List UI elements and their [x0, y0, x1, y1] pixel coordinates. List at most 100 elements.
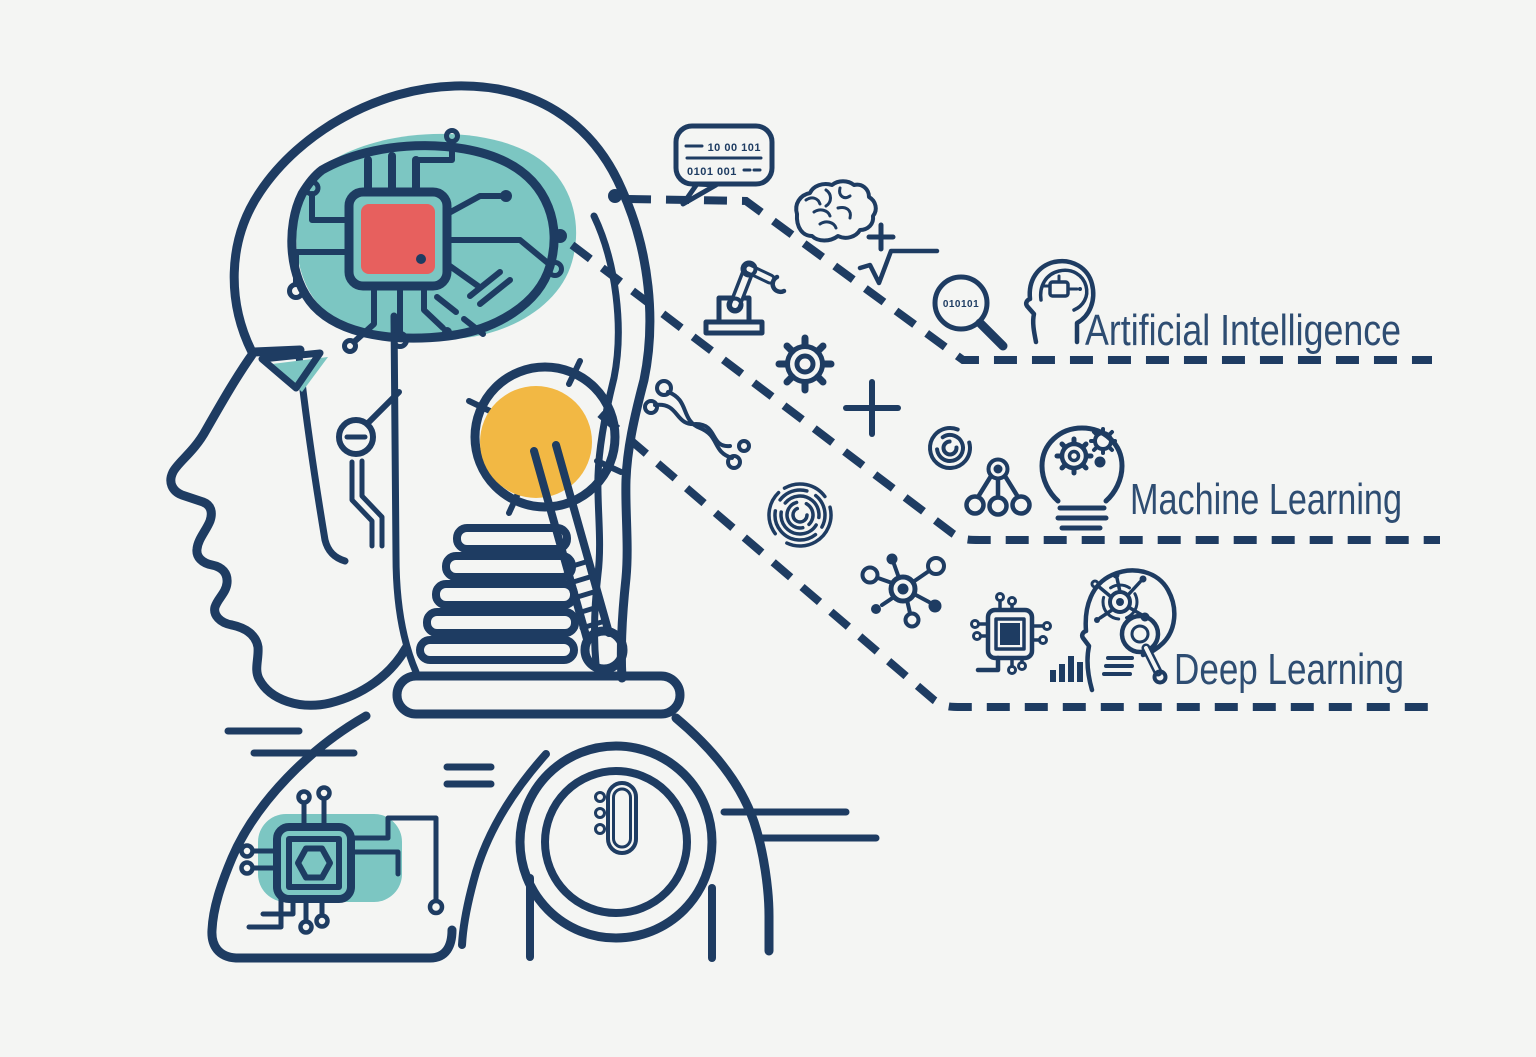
neck-bar: [453, 524, 571, 553]
brain-circuit: [287, 128, 564, 354]
magnifier-binary-icon: 010101: [932, 274, 1008, 351]
molecule-icon: [860, 553, 946, 629]
shoulder-bar: [392, 671, 685, 719]
ai-head-icon: [1023, 258, 1096, 345]
arm-joint: [726, 296, 744, 314]
brain-icon: [794, 179, 878, 243]
chip-trace: [421, 283, 446, 331]
fingerprint-icon: [767, 482, 833, 548]
chip-hexagon: [295, 845, 333, 881]
tree-network-icon: [964, 457, 1032, 517]
chip-trace: [260, 896, 296, 917]
arm-hatch: [567, 573, 596, 586]
ml-connector-dot: [553, 229, 567, 243]
label-deep-learning: Deep Learning: [1174, 645, 1404, 694]
chip-trace: [413, 139, 455, 163]
body-chip-circuit: [239, 785, 445, 935]
cpu-chip-red-core: [361, 204, 435, 274]
trace-node: [239, 860, 255, 876]
plus-icon: [866, 222, 896, 252]
helmet-inner-front-line: [390, 312, 420, 676]
neck-bar: [432, 580, 578, 609]
neck-coils: [416, 524, 579, 664]
ear-tick: [566, 358, 583, 387]
bar-chart-icon: [1050, 656, 1083, 682]
neck-bar: [416, 636, 578, 664]
dna-icon: [643, 379, 751, 470]
trace-node: [316, 785, 332, 801]
ear-tick: [594, 458, 624, 475]
chest-slot-inner: [612, 787, 632, 849]
ai-connector-dot: [608, 189, 622, 203]
trace-node: [296, 789, 312, 805]
trace-node: [427, 898, 445, 916]
bubble-binary-row1: 10 00 101: [708, 142, 761, 154]
label-artificial-intelligence: Artificial Intelligence: [1085, 306, 1401, 355]
trace-node: [303, 179, 321, 197]
chip-trace: [477, 277, 513, 307]
chest-circle-inner: [541, 767, 691, 917]
ear-joint: [466, 358, 628, 674]
chest-dot: [594, 807, 606, 819]
arm-joint: [740, 260, 758, 278]
robot-head-illustration: [166, 81, 880, 963]
chip-trace: [293, 249, 352, 287]
arm-hatch: [575, 603, 604, 616]
chest-circle-outer: [515, 741, 717, 943]
trace-node: [546, 260, 564, 278]
arm-elbow-joint: [580, 626, 628, 674]
faceplate-edge: [295, 352, 349, 565]
chest-dot: [594, 791, 606, 803]
ml-connector-line: [569, 241, 1440, 544]
chip-trace: [348, 815, 439, 903]
ear-ring: [470, 362, 620, 512]
chip-trace: [444, 261, 481, 289]
face-profile: [166, 345, 411, 710]
helmet-outline: [229, 81, 655, 683]
ml-row: Machine Learning: [964, 425, 1402, 531]
dl-connector-line: [597, 410, 1437, 711]
microchip-icon: [970, 592, 1052, 675]
trace-node: [298, 919, 314, 935]
trace-node: [442, 327, 452, 337]
spiral-icon: [928, 426, 972, 470]
cheek-port-link: [364, 389, 402, 427]
trace-node: [314, 913, 330, 929]
chip-trace: [309, 191, 352, 223]
chip-trace: [351, 283, 377, 345]
arm-edge: [552, 441, 613, 637]
arm-gripper: [770, 274, 787, 295]
label-machine-learning: Machine Learning: [1130, 475, 1402, 524]
gear-icon: [775, 334, 835, 394]
bulb-gears-icon: [1039, 425, 1125, 531]
torso-armpit-curve: [458, 750, 550, 949]
robot-arm-icon: [703, 260, 787, 336]
dl-head-icon: [1079, 568, 1177, 693]
ear-tick: [466, 398, 495, 415]
magnifier-binary-text: 010101: [943, 299, 979, 310]
brain-outline: [287, 141, 559, 343]
bubble-tail: [680, 181, 719, 207]
trace-node: [239, 843, 255, 859]
cheek-port-circle: [336, 417, 376, 457]
arm-hatch: [579, 618, 608, 631]
trace-node: [342, 338, 358, 354]
eye-icon: [258, 349, 324, 392]
chip-trace: [444, 193, 503, 217]
neck-bar: [442, 552, 576, 581]
chip-body: [273, 823, 355, 903]
cheek-bracket-1: [349, 459, 375, 549]
bubble-binary-row2: 0101 001: [687, 166, 737, 178]
ai-connector-line: [627, 195, 1432, 364]
arm-link-inner: [746, 266, 773, 282]
helmet-accent-dash: [434, 294, 459, 315]
connector-lines: [553, 189, 1440, 711]
neck-bar: [423, 608, 579, 637]
chip-core: [286, 836, 342, 890]
trace-node: [444, 128, 460, 144]
chip-trace: [246, 896, 284, 930]
trace-node: [500, 190, 512, 202]
ai-row: 010101 Artificial Intelligence: [932, 258, 1401, 355]
